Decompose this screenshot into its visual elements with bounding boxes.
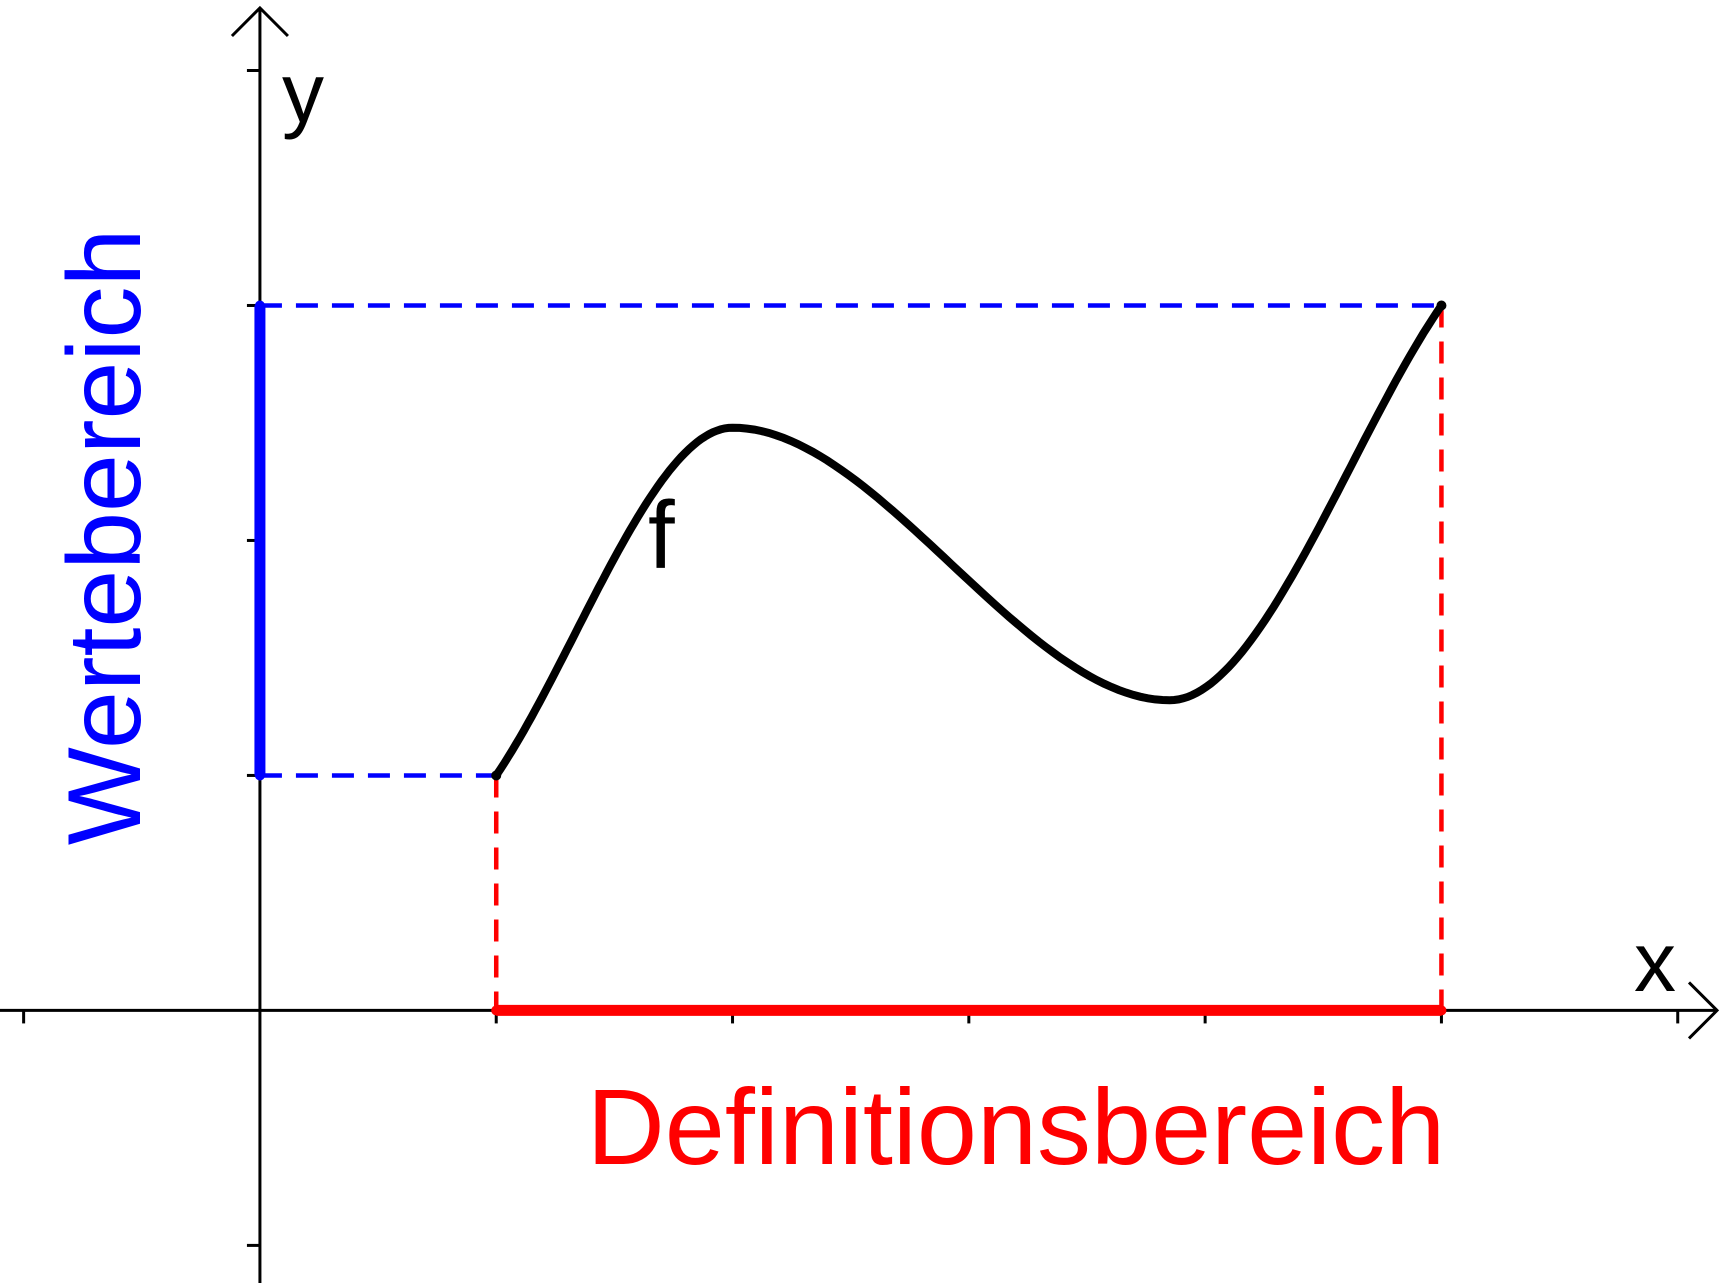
x-axis-label: x	[1634, 915, 1676, 1009]
range-endpoint-top	[254, 300, 265, 311]
domain-label: Definitionsbereich	[587, 1066, 1445, 1187]
curve-endpoint-start	[491, 770, 502, 781]
function-curve	[492, 301, 1446, 780]
guide-lines	[259, 303, 1444, 1011]
x-axis-arrowhead	[1687, 981, 1720, 1040]
curve-endpoint-end	[1436, 300, 1447, 311]
y-axis-arrowhead	[230, 5, 289, 38]
y-axis-label: y	[282, 46, 324, 140]
function-label: f	[648, 482, 675, 589]
domain-endpoint-left	[491, 1005, 502, 1016]
domain-endpoint-right	[1436, 1005, 1447, 1016]
range-endpoint-bottom	[254, 770, 265, 781]
range-label: Wertebereich	[47, 229, 163, 846]
